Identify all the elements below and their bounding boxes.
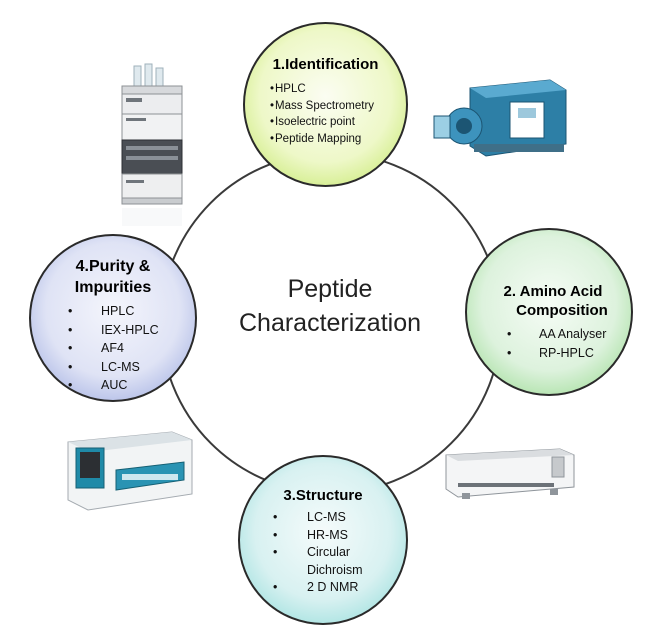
node-purity-list: •HPLC •IEX-HPLC •AF4 •LC-MS •AUC — [68, 302, 159, 395]
node-purity-title: 4.Purity & Impurities — [41, 256, 185, 298]
node-structure-list: •LC-MS •HR-MS •Circular Dichroism •2 D N… — [273, 509, 363, 597]
list-item: •2 D NMR — [273, 580, 359, 594]
list-item: •Isoelectric point — [270, 116, 355, 128]
list-item: •AUC — [68, 378, 128, 392]
list-item: •Peptide Mapping — [270, 132, 362, 145]
node-amino-acid-title: 2. Amino Acid Composition — [481, 282, 625, 320]
list-item: •HPLC — [270, 83, 306, 95]
list-item: •HPLC — [68, 304, 135, 318]
list-item: Dichroism — [307, 562, 363, 577]
node-purity: 4.Purity & Impurities •HPLC •IEX-HPLC •A… — [29, 234, 197, 402]
list-item: •AA Analyser — [507, 327, 607, 341]
list-item: •Circular — [273, 545, 351, 559]
node-identification: 1.Identification •HPLC •Mass Spectrometr… — [243, 22, 408, 187]
list-item: •LC-MS — [68, 359, 140, 374]
list-item: •Mass Spectrometry — [270, 99, 375, 112]
mass-spectrometer-icon — [433, 79, 567, 157]
node-amino-acid: 2. Amino Acid Composition •AA Analyser •… — [465, 228, 633, 396]
center-title-line1: Peptide — [287, 275, 373, 303]
title-line: Composition — [516, 302, 608, 319]
center-title-line2: Characterization — [238, 309, 422, 337]
spectrometer-icon — [445, 448, 575, 499]
list-item: •LC-MS — [273, 510, 346, 524]
node-identification-title: 1.Identification — [272, 56, 379, 73]
node-amino-acid-list: •AA Analyser •RP-HPLC — [507, 325, 606, 363]
title-line: Impurities — [74, 279, 152, 296]
list-item: •IEX-HPLC — [68, 322, 159, 337]
title-line: 2. Amino Acid — [503, 283, 603, 300]
list-item: •AF4 — [68, 341, 124, 355]
node-identification-list: •HPLC •Mass Spectrometry •Isoelectric po… — [270, 81, 375, 147]
list-item: •HR-MS — [273, 527, 348, 542]
node-structure-title: 3.Structure — [283, 487, 363, 504]
benchtop-analyzer-icon — [67, 431, 193, 511]
hplc-stack-icon — [121, 63, 183, 226]
center-title: Peptide Characterization — [215, 272, 445, 340]
node-structure: 3.Structure •LC-MS •HR-MS •Circular Dich… — [238, 455, 408, 625]
list-item: •RP-HPLC — [507, 346, 594, 360]
title-line: 4.Purity & — [75, 258, 151, 275]
